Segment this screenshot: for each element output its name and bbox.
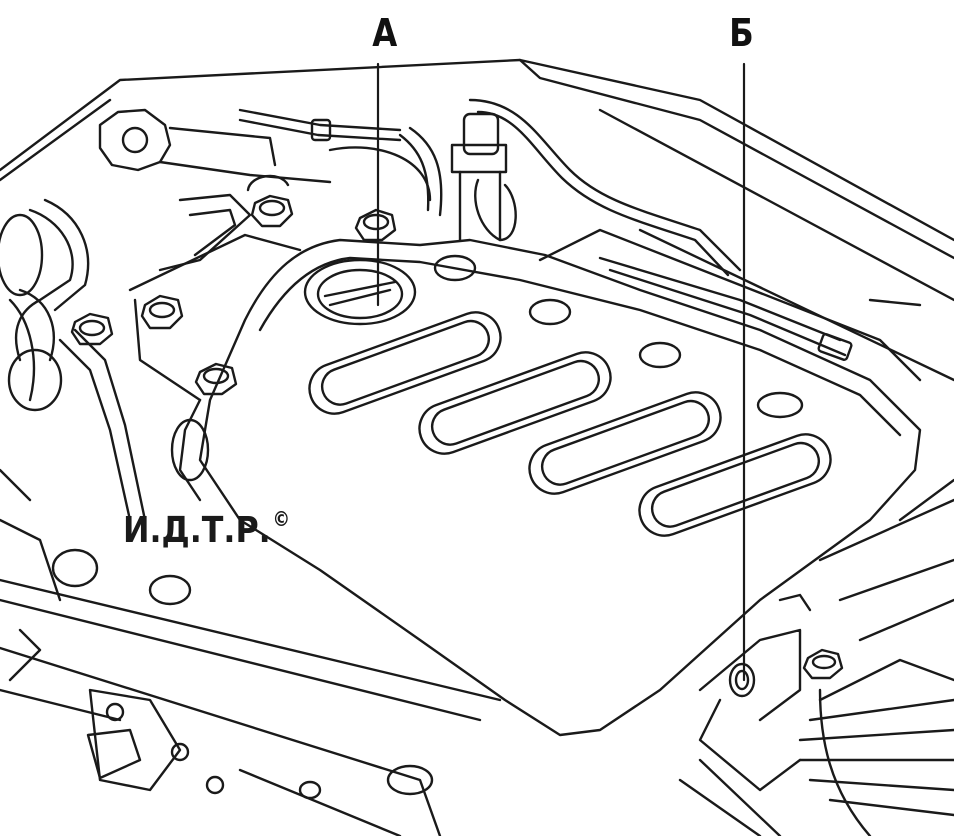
bolt-4 <box>70 312 114 346</box>
leader-lines <box>376 62 746 682</box>
bolt-6 <box>802 648 844 680</box>
left-hoses <box>0 198 147 522</box>
right-lower-bracket <box>698 593 954 836</box>
right-cover-panel <box>538 228 922 382</box>
sensor-connector <box>450 112 517 242</box>
watermark: И.Д.Т.Р.© <box>123 507 290 551</box>
bolt-5 <box>194 362 238 396</box>
watermark-text: И.Д.Т.Р. <box>123 510 271 551</box>
bolt-1 <box>246 174 294 228</box>
copyright-symbol: © <box>272 507 291 531</box>
bolt-2 <box>354 208 397 242</box>
background-panels <box>0 58 954 836</box>
upper-left-bracket <box>98 108 332 272</box>
bolts <box>70 174 844 680</box>
bolt-3 <box>140 294 184 330</box>
left-manifold <box>128 233 302 502</box>
lower-left-panel <box>8 548 434 800</box>
callout-label-b: Б <box>729 11 754 55</box>
callout-label-a: А <box>372 11 398 55</box>
rear-hoses <box>238 98 742 277</box>
